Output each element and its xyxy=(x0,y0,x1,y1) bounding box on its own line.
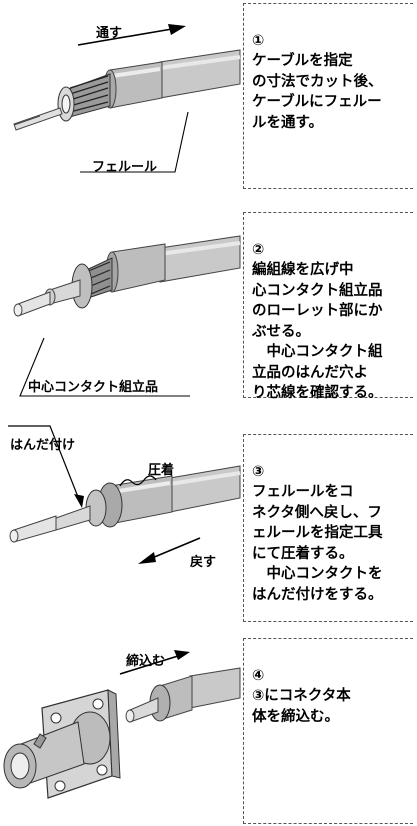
center-contact xyxy=(9,505,91,543)
step-1-instruction: ケーブルを指定 の寸法でカット後、 ケーブルにフェルー ルを通す。 xyxy=(252,53,383,131)
ferrule xyxy=(105,243,166,293)
insert-label: 通す xyxy=(96,26,123,41)
ferrule-label: フェルール xyxy=(92,160,158,175)
step-2-illustration xyxy=(13,235,241,397)
tighten-label: 締込む xyxy=(126,654,166,669)
step-3-instruction: フェルールをコ ネクタ側へ戻し、フ ェルールを指定工具 にて圧着する。 中心コン… xyxy=(252,484,383,603)
step-1-number: ① xyxy=(252,32,265,49)
cable xyxy=(169,465,241,513)
crimp-mark xyxy=(119,475,157,487)
step-4-instruction: ③にコネクタ本 体を締込む。 xyxy=(252,688,351,725)
step-2-instruction: 編組線を広げ中 心コンタクト組立品 のローレット部にか ぶせる。 中心コンタクト… xyxy=(252,262,383,401)
crimped-ferrule xyxy=(85,475,173,528)
solder-label: はんだ付け xyxy=(10,438,76,453)
return-label: 戻す xyxy=(190,555,217,570)
insert-arrow xyxy=(77,24,186,46)
step-3-number: ③ xyxy=(252,463,265,480)
center-contact-label: 中心コンタクト組立品 xyxy=(28,380,159,395)
ferrule xyxy=(103,61,163,109)
crimp-label: 圧着 xyxy=(148,463,175,478)
step-3-illustration xyxy=(8,425,241,564)
step-2-number: ② xyxy=(252,241,265,258)
step-4-number: ④ xyxy=(252,667,265,684)
cable xyxy=(159,235,241,283)
step-4-box: ④ ③にコネクタ本 体を締込む。 xyxy=(243,638,413,824)
cable-plug xyxy=(125,667,241,723)
ferrule-leader xyxy=(80,111,189,173)
tighten-arrow xyxy=(119,650,190,675)
solder-leader xyxy=(8,425,84,508)
step-2: 中心コンタクト組立品 ② 編組線を広げ中 心コンタクト組立品 のローレット部にか… xyxy=(0,200,417,401)
center-conductor xyxy=(13,107,63,131)
step-4-illustration xyxy=(3,650,241,799)
cable xyxy=(159,49,241,99)
braid xyxy=(57,73,111,122)
return-arrow xyxy=(138,537,201,564)
step-4: 締込む ④ ③にコネクタ本 体を締込む。 xyxy=(0,626,417,826)
step-2-box: ② 編組線を広げ中 心コンタクト組立品 のローレット部にか ぶせる。 中心コンタ… xyxy=(243,212,413,401)
contact-leader xyxy=(19,337,190,397)
step-1-box: ① ケーブルを指定 の寸法でカット後、 ケーブルにフェルー ルを通す。 xyxy=(243,3,413,189)
center-contact-assembly xyxy=(13,263,93,317)
step-3: はんだ付け 圧着 戻す ③ フェルールをコ ネクタ側へ戻し、フ ェルールを指定工… xyxy=(0,420,417,622)
step-1: 通す フェルール ① ケーブルを指定 の寸法でカット後、 ケーブルにフェルー ル… xyxy=(0,0,417,200)
receptacle xyxy=(3,689,121,799)
step-3-box: ③ フェルールをコ ネクタ側へ戻し、フ ェルールを指定工具 にて圧着する。 中心… xyxy=(243,434,413,622)
step-1-illustration xyxy=(13,24,241,173)
